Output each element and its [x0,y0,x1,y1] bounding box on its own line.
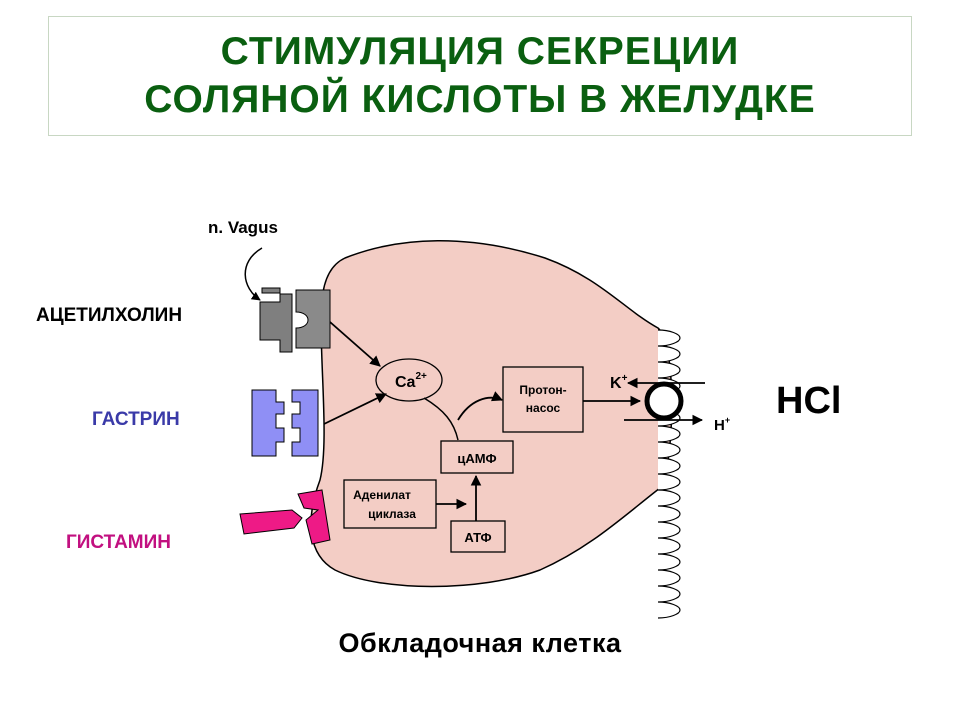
acetylcholine-label: АЦЕТИЛХОЛИН [36,305,182,326]
ion-channel-ring [644,381,684,421]
histamine-receptor [239,489,331,545]
hcl-label: HCl [776,380,841,422]
calcium-label: Ca2+ [395,371,427,391]
vagus-arrow [244,247,263,301]
title-box: СТИМУЛЯЦИЯ СЕКРЕЦИИ СОЛЯНОЙ КИСЛОТЫ В ЖЕ… [48,16,912,136]
potassium-label: K+ [610,373,628,392]
adenylate-label-1: Аденилат [353,488,411,502]
acetylcholine-to-calcium-arrow [329,321,381,367]
proton-pump-label-1: Протон- [519,383,566,397]
title-line-2: СОЛЯНОЙ КИСЛОТЫ В ЖЕЛУДКЕ [144,78,816,121]
gastrin-to-calcium-arrow [323,393,387,425]
gastrin-label: ГАСТРИН [92,409,180,430]
adenylate-cyclase-box [343,479,437,529]
hydrogen-label: H+ [714,415,730,434]
gastrin-receptor [251,389,319,457]
cell-caption: Обкладочная клетка [338,628,622,658]
camp-to-pump-arrow [457,391,503,421]
camp-box [440,440,514,474]
title-line-1: СТИМУЛЯЦИЯ СЕКРЕЦИИ [220,30,740,73]
proton-pump-label-2: насос [526,401,561,415]
microvilli-membrane [657,329,681,619]
atp-label: АТФ [464,530,491,545]
atp-box [450,520,506,553]
adenylate-label-2: циклаза [368,507,416,521]
proton-pump-box [502,366,584,433]
vagus-label: n. Vagus [208,218,278,237]
calcium-to-camp-curve [423,397,459,441]
calcium-ellipse [375,358,443,402]
camp-label: цАМФ [457,451,496,466]
histamine-label: ГИСТАМИН [66,532,171,553]
acetylcholine-receptor [259,287,331,353]
